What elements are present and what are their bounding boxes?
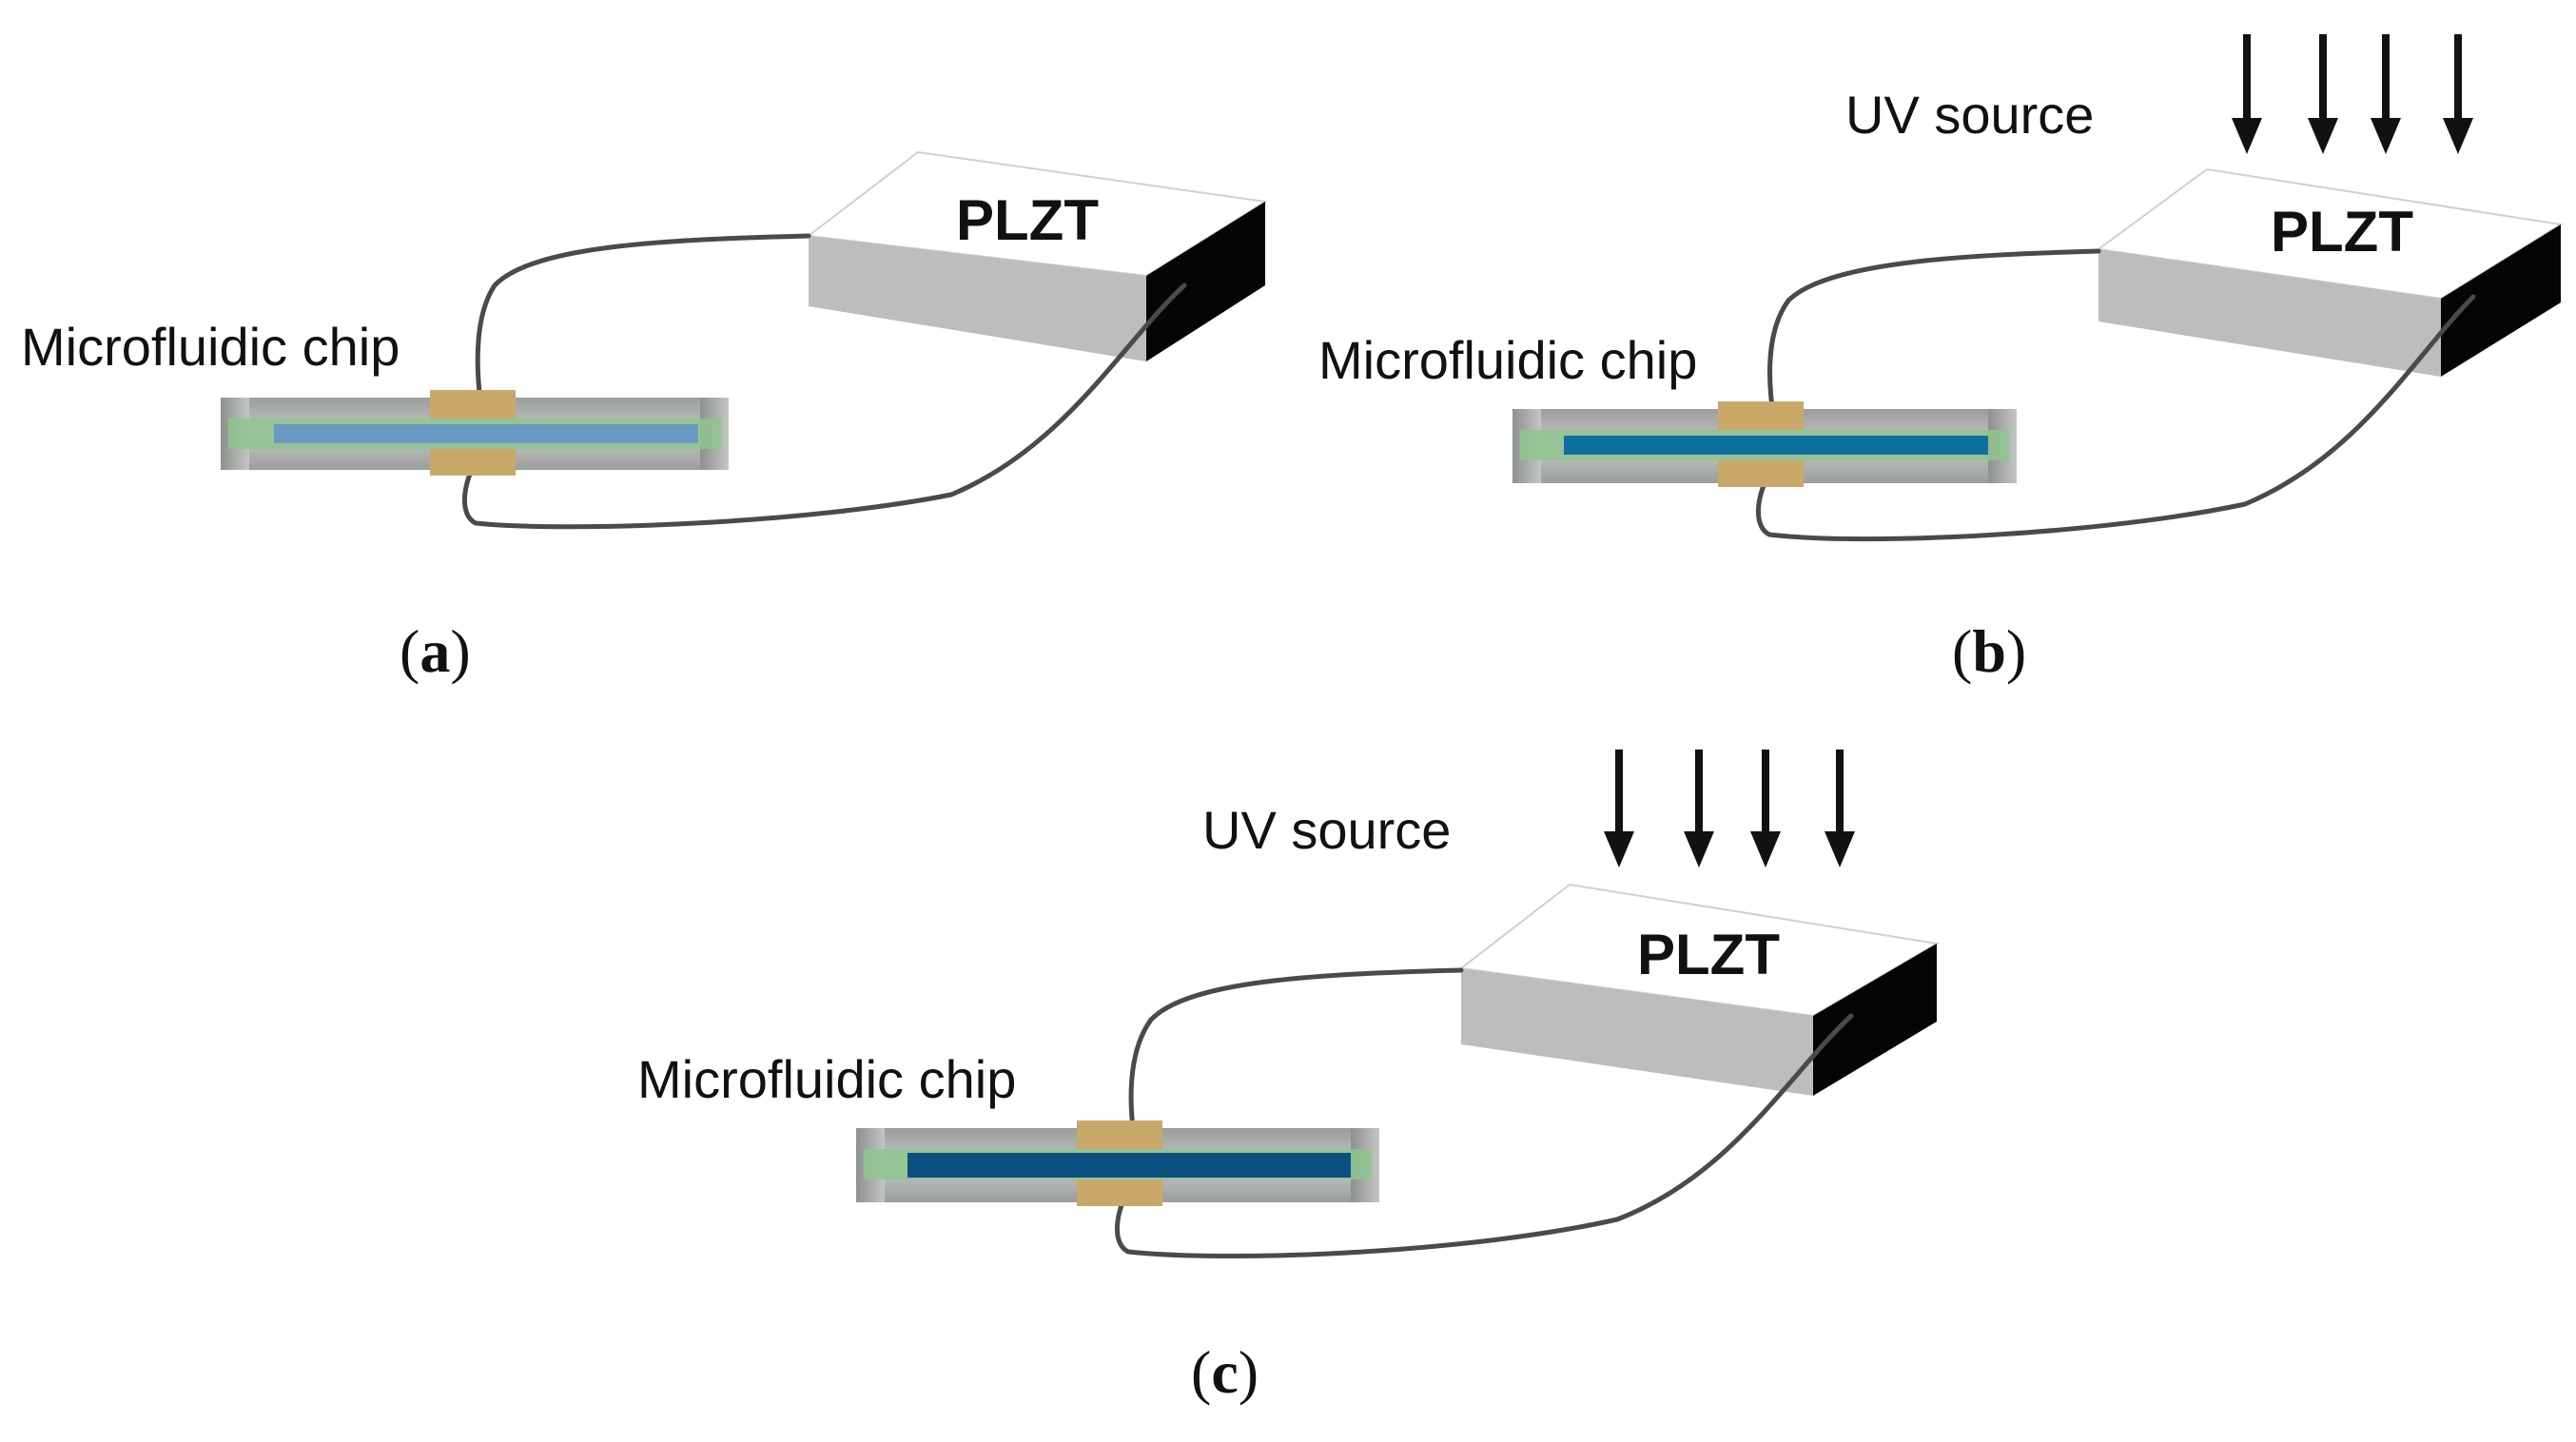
- panel-b: PLZT UV source Microfluidic chip (b): [1318, 34, 2564, 685]
- plzt-box-front: [809, 236, 1146, 361]
- fluid-channel: [274, 424, 698, 443]
- uv-source-label: UV source: [1202, 800, 1451, 860]
- fluid-channel: [907, 1153, 1351, 1178]
- plzt-label: PLZT: [2271, 200, 2413, 263]
- uv-arrowhead: [1825, 831, 1855, 867]
- plzt-box-front: [2098, 249, 2441, 377]
- microfluidic-chip: [221, 390, 729, 476]
- chip-label: Microfluidic chip: [21, 317, 400, 377]
- wire-top: [1128, 967, 1464, 1139]
- microfluidic-chip: [1512, 401, 2017, 487]
- electrode-top: [1077, 1120, 1162, 1149]
- plzt-box-side: [1813, 944, 1937, 1096]
- panel-caption: (c): [1191, 1338, 1259, 1406]
- wire-bottom: [461, 283, 1187, 530]
- electrode-top: [1718, 401, 1804, 430]
- plzt-box: PLZT: [806, 150, 1268, 361]
- uv-arrowhead: [2371, 118, 2401, 154]
- uv-source-label: UV source: [1845, 85, 2094, 145]
- plzt-box-side: [2441, 224, 2561, 377]
- electrode-bottom: [430, 449, 516, 476]
- uv-arrowhead: [2232, 118, 2262, 154]
- panel-c: PLZT UV source Microfluidic chip (c): [637, 750, 1940, 1406]
- uv-arrowhead: [1684, 831, 1714, 867]
- uv-arrowhead: [1604, 831, 1634, 867]
- panel-a: PLZT Microfluidic chip (a): [21, 150, 1268, 685]
- electrode-top: [430, 390, 516, 419]
- plzt-label: PLZT: [1637, 923, 1780, 986]
- plzt-box-side: [1146, 202, 1265, 361]
- uv-arrowhead: [2308, 118, 2338, 154]
- uv-arrowhead: [2443, 118, 2473, 154]
- microfluidic-chip: [856, 1120, 1379, 1206]
- wire-bottom: [1114, 1013, 1854, 1259]
- chip-label: Microfluidic chip: [1318, 330, 1697, 390]
- electrode-bottom: [1718, 460, 1804, 487]
- plzt-box: PLZT: [2096, 167, 2564, 377]
- plzt-box-front: [1461, 968, 1813, 1096]
- panel-caption: (a): [400, 617, 471, 685]
- panel-caption: (b): [1952, 617, 2026, 685]
- chip-label: Microfluidic chip: [637, 1049, 1016, 1109]
- uv-arrows: [1604, 750, 1855, 867]
- plzt-label: PLZT: [956, 188, 1099, 252]
- wire-top: [1767, 248, 2101, 418]
- electrode-bottom: [1077, 1179, 1162, 1206]
- wire-top: [475, 233, 811, 404]
- wire-bottom: [1755, 294, 2476, 542]
- plzt-box: PLZT: [1458, 883, 1940, 1096]
- uv-arrows: [2232, 34, 2473, 154]
- uv-arrowhead: [1750, 831, 1781, 867]
- fluid-channel: [1564, 436, 1988, 455]
